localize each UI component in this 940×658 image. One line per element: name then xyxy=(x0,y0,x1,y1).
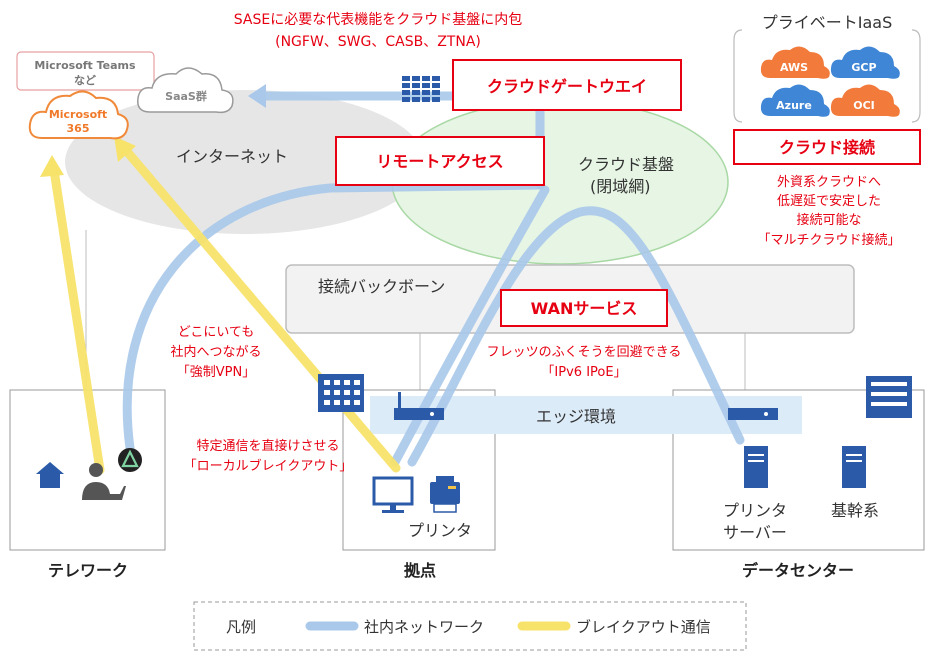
oci-cloud-icon: OCI xyxy=(830,84,900,117)
m365-cloud-icon xyxy=(28,90,129,140)
branch-printer-label: プリンタ xyxy=(408,521,472,540)
building-icon xyxy=(318,374,364,412)
teams-label-1: Microsoft Teams xyxy=(34,59,136,72)
vpn-note-1: どこにいても xyxy=(178,325,255,340)
svg-text:OCI: OCI xyxy=(853,99,875,112)
svg-text:AWS: AWS xyxy=(780,61,808,74)
teams-label-2: など xyxy=(74,74,96,87)
breakout-note-1: 特定通信を直接けさせる xyxy=(196,438,339,454)
iaas-bracket-right xyxy=(911,29,921,123)
iaas-bracket-left xyxy=(733,29,743,123)
remote-access-label: リモートアクセス xyxy=(376,152,503,171)
pc-monitor-icon xyxy=(372,476,414,513)
branch-label: 拠点 xyxy=(404,561,436,580)
saas-cloud-icon xyxy=(137,67,234,114)
printer-server-icon xyxy=(744,446,768,488)
breakout-arrow-branch xyxy=(114,136,136,162)
saas-group-label: SaaS群 xyxy=(165,89,207,103)
cloud-base-label-2: (閉域網) xyxy=(590,177,651,196)
dc-core-label: 基幹系 xyxy=(831,501,879,520)
branch-router-icon xyxy=(394,392,444,420)
teleworker-icon xyxy=(82,463,126,500)
datacenter-rack-icon xyxy=(866,376,912,418)
breakout-line-telework xyxy=(49,165,105,475)
legend-title: 凡例 xyxy=(226,618,256,636)
teams-box xyxy=(16,51,155,91)
internet-label: インターネット xyxy=(176,147,288,166)
legend-internal-label: 社内ネットワーク xyxy=(364,618,484,636)
dc-printer-label-2: サーバー xyxy=(723,523,787,542)
breakout-note-2: 「ローカルブレイクアウト」 xyxy=(184,458,353,474)
cloud-connect-note-2: 低遅延で安定した xyxy=(777,194,881,209)
m365-label-2: 365 xyxy=(67,122,90,135)
breakout-line-branch xyxy=(119,143,401,473)
svg-text:Azure: Azure xyxy=(776,99,812,112)
internal-line-vpn xyxy=(122,180,545,453)
iaas-title: プライベートIaaS xyxy=(762,13,893,32)
printer-icon xyxy=(430,476,460,513)
datacenter-label: データセンター xyxy=(742,561,854,580)
cloud-connect-note-3: 接続可能な xyxy=(796,212,861,228)
aws-cloud-icon: AWS xyxy=(760,46,830,79)
wan-note-2: 「IPv6 IPoE」 xyxy=(541,365,626,380)
internal-arrow-head xyxy=(248,84,266,108)
breakout-arrow-telework xyxy=(40,155,64,177)
wan-note-1: フレッツのふくそうを回避できる xyxy=(487,345,682,360)
internal-line-wan xyxy=(407,206,745,467)
cloud-connect-note-4: 「マルチクラウド接続」 xyxy=(757,232,900,248)
cloud-base-label-1: クラウド基盤 xyxy=(578,155,674,174)
internet-zone xyxy=(65,90,425,234)
home-icon xyxy=(36,462,64,488)
telework-label: テレワーク xyxy=(48,561,128,580)
dc-printer-label-1: プリンタ xyxy=(723,501,787,520)
vpn-client-icon xyxy=(118,448,142,472)
legend-breakout-label: ブレイクアウト通信 xyxy=(576,618,711,636)
cloud-gateway-box xyxy=(452,59,682,111)
wan-service-box xyxy=(500,289,668,327)
wan-service-label: WANサービス xyxy=(531,299,638,318)
core-server-icon xyxy=(842,446,866,488)
azure-cloud-icon: Azure xyxy=(760,84,830,117)
vpn-note-3: 「強制VPN」 xyxy=(177,365,255,380)
cloud-connect-box xyxy=(733,129,921,165)
dc-router-icon xyxy=(728,408,778,420)
firewall-icon xyxy=(402,76,440,102)
legend-box xyxy=(193,601,747,651)
svg-text:GCP: GCP xyxy=(851,61,876,74)
remote-access-box xyxy=(335,136,545,186)
top-note-line1: SASEに必要な代表機能をクラウド基盤に内包 xyxy=(234,11,522,28)
edge-label: エッジ環境 xyxy=(536,407,616,426)
top-note-line2: (NGFW、SWG、CASB、ZTNA) xyxy=(275,34,481,50)
cloud-connect-label: クラウド接続 xyxy=(779,138,875,157)
cloud-connect-note-1: 外資系クラウドへ xyxy=(777,175,881,190)
gcp-cloud-icon: GCP xyxy=(830,46,900,79)
m365-label-1: Microsoft xyxy=(49,108,107,121)
cloud-gateway-label: クラウドゲートウエイ xyxy=(487,77,647,96)
vpn-note-2: 社内へつながる xyxy=(170,344,261,360)
backbone-label: 接続バックボーン xyxy=(318,277,445,296)
